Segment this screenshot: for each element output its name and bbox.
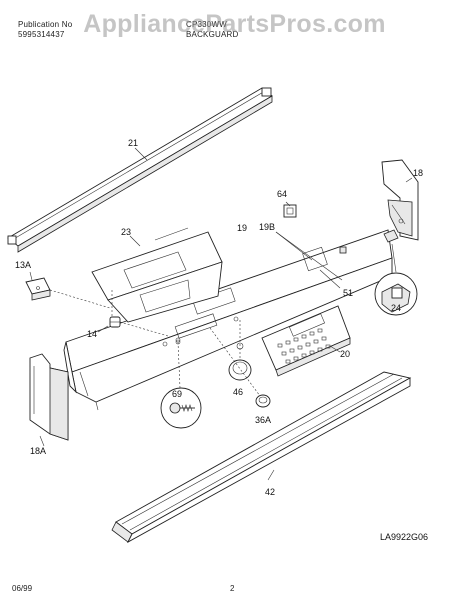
callout-18a: 18A bbox=[30, 446, 46, 456]
callout-46: 46 bbox=[233, 387, 243, 397]
part-24-switch[interactable] bbox=[383, 229, 399, 243]
part-36a-button[interactable] bbox=[255, 394, 271, 408]
part-21-trim[interactable] bbox=[7, 87, 273, 253]
part-24-switch-callout[interactable] bbox=[374, 272, 418, 316]
part-23-insulation-panel[interactable] bbox=[91, 227, 223, 323]
model-number: CP330WW bbox=[186, 20, 227, 29]
callout-64: 64 bbox=[277, 189, 287, 199]
callout-51: 51 bbox=[343, 288, 353, 298]
callout-14: 14 bbox=[87, 329, 97, 339]
publication-label: Publication No bbox=[18, 20, 73, 29]
callout-18: 18 bbox=[413, 168, 423, 178]
publication-number: 5995314437 bbox=[18, 30, 65, 39]
section-title: BACKGUARD bbox=[186, 30, 239, 39]
part-14-clip[interactable] bbox=[109, 316, 121, 328]
part-13a-bracket[interactable] bbox=[25, 277, 51, 301]
callout-69: 69 bbox=[172, 389, 182, 399]
callout-42: 42 bbox=[265, 487, 275, 497]
callout-23: 23 bbox=[121, 227, 131, 237]
footer-page-number: 2 bbox=[230, 584, 235, 593]
callout-24: 24 bbox=[391, 303, 401, 313]
part-20-control-board[interactable] bbox=[261, 305, 351, 377]
part-64-clip[interactable] bbox=[283, 204, 297, 218]
callout-19: 19 bbox=[237, 223, 247, 233]
watermark: AppliancePartsPros.com bbox=[83, 10, 386, 38]
part-69-screw-callout[interactable] bbox=[160, 387, 202, 429]
footer-date: 06/99 bbox=[12, 584, 33, 593]
callout-36a: 36A bbox=[255, 415, 271, 425]
diagram-code: LA9922G06 bbox=[380, 532, 428, 542]
part-42-trim[interactable] bbox=[111, 371, 412, 544]
part-18a-end-bracket[interactable] bbox=[29, 353, 69, 441]
callout-21: 21 bbox=[128, 138, 138, 148]
part-46-knob[interactable] bbox=[228, 359, 252, 381]
callout-20: 20 bbox=[340, 349, 350, 359]
part-19-backguard-panel[interactable] bbox=[63, 229, 393, 411]
callout-13a: 13A bbox=[15, 260, 31, 270]
callout-19b: 19B bbox=[259, 222, 275, 232]
